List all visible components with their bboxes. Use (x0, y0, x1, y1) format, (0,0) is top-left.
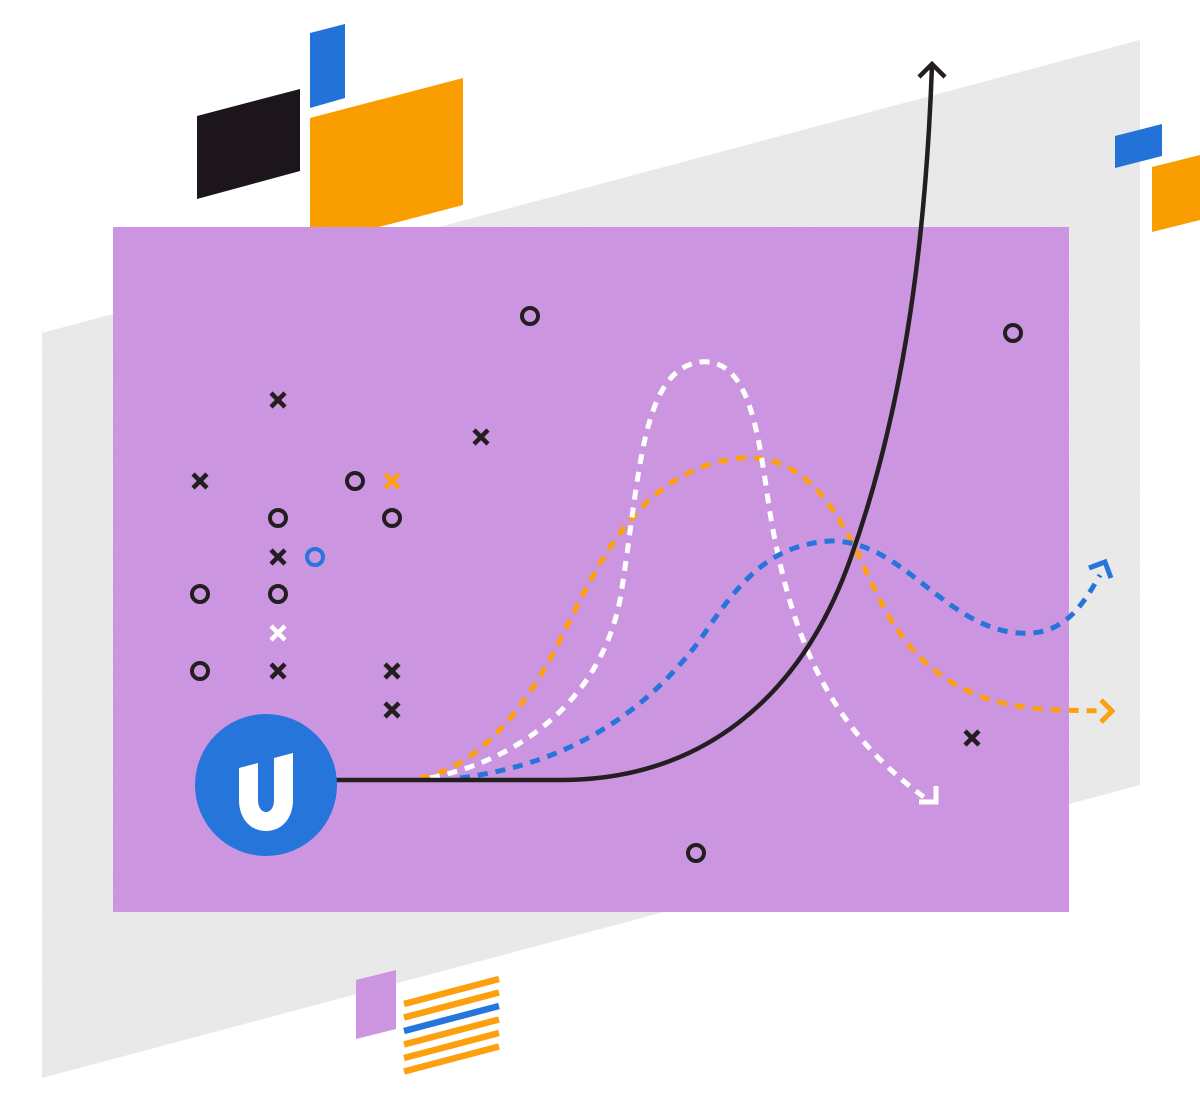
purple-small-deco-block (356, 970, 396, 1039)
cross-mark-icon (191, 472, 209, 490)
growth-curve (330, 64, 935, 783)
scatter-marks (190, 306, 1023, 863)
blue-deco-block (310, 24, 345, 108)
white-distribution-curve (429, 359, 930, 803)
blue-distribution-curve (459, 538, 1103, 781)
growth-arrow-head-icon (917, 60, 947, 79)
black-deco-block (197, 89, 300, 199)
cross-mark-icon (269, 391, 287, 409)
cross-mark-icon (269, 624, 287, 642)
circle-mark-icon (1003, 323, 1023, 343)
cross-mark-icon (472, 428, 490, 446)
cross-mark-icon (269, 548, 287, 566)
circle-mark-icon (520, 306, 540, 326)
circle-mark-icon (382, 508, 402, 528)
orange-distribution-curve (419, 455, 1101, 781)
orange-small-deco-block (1152, 155, 1200, 232)
blue-arrow-head-icon (1088, 558, 1114, 579)
u-logo-icon (239, 753, 293, 831)
circle-mark-icon (345, 471, 365, 491)
circle-mark-icon (686, 843, 706, 863)
striped-deco-block (403, 975, 500, 1075)
circle-mark-icon (268, 508, 288, 528)
circle-mark-icon (190, 584, 210, 604)
circle-mark-icon (268, 584, 288, 604)
cross-mark-icon (963, 729, 981, 747)
cross-mark-icon (383, 662, 401, 680)
cross-mark-icon (383, 472, 401, 490)
circle-mark-icon (305, 547, 325, 567)
blue-small-deco-block (1115, 124, 1162, 168)
cross-mark-icon (383, 701, 401, 719)
orange-deco-block (310, 78, 463, 245)
circle-mark-icon (190, 661, 210, 681)
cross-mark-icon (269, 662, 287, 680)
logo-badge (195, 714, 337, 856)
white-arrow-head-icon (919, 786, 939, 805)
orange-arrow-head-icon (1099, 698, 1116, 724)
